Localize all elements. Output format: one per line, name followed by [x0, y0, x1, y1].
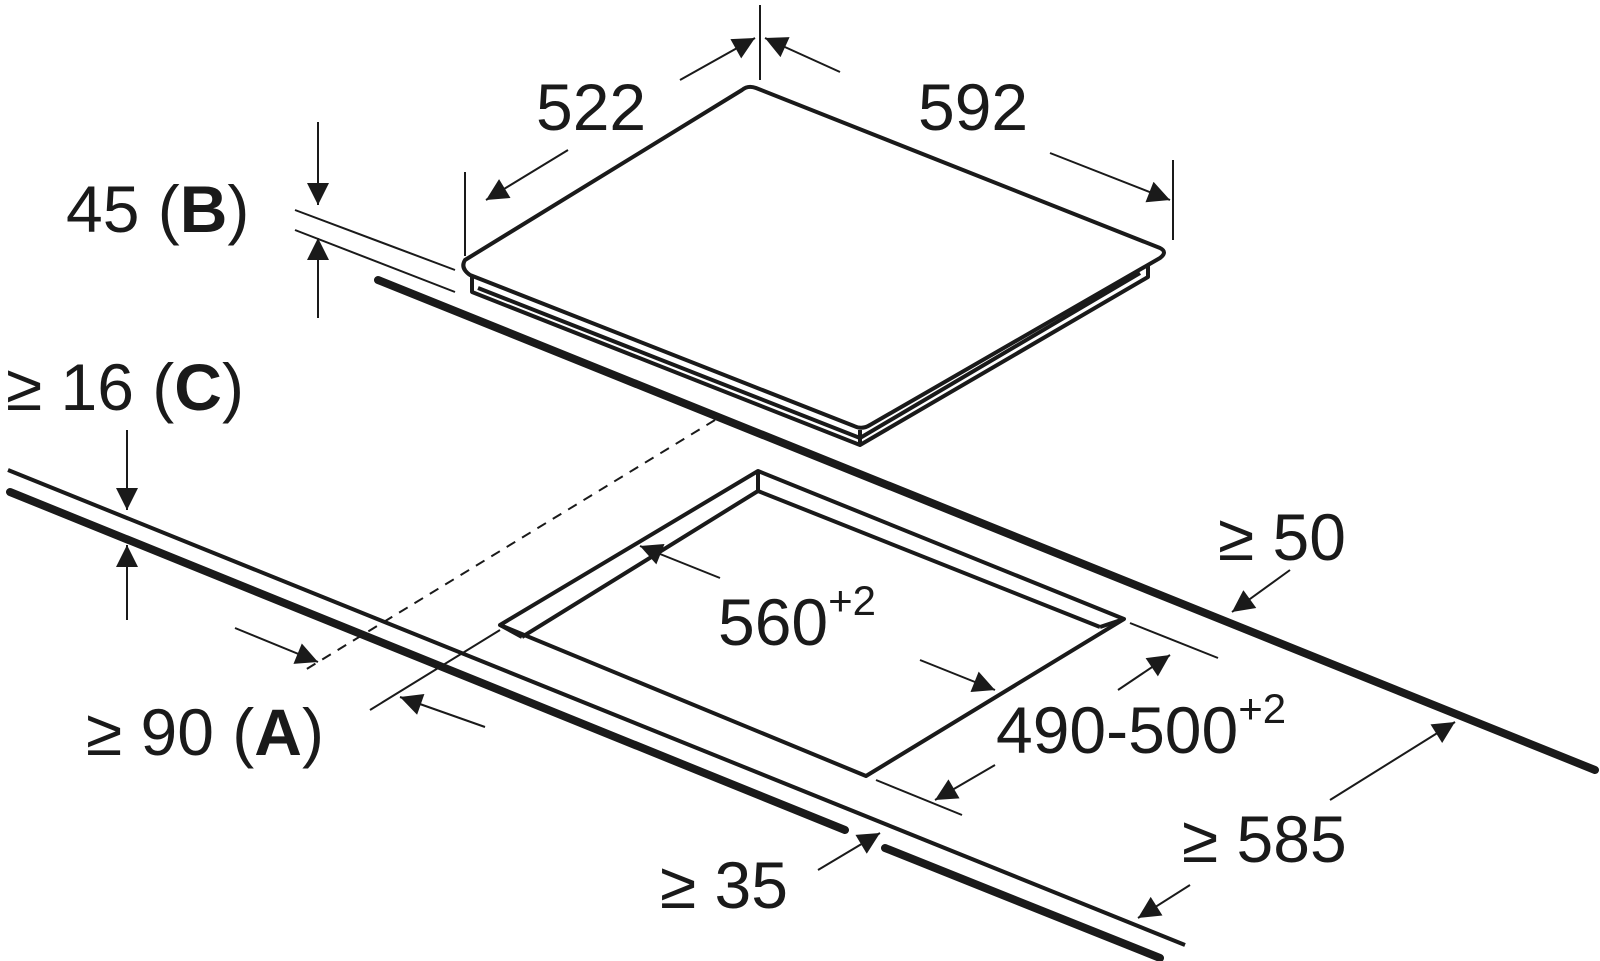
hob-top-surface [461, 84, 1166, 430]
dimension-16-c-label: ≥ 16 (C) [6, 350, 244, 424]
cutout-right-depth [1099, 617, 1125, 629]
dimension-592: 592 [764, 37, 1174, 240]
dimension-592-label: 592 [918, 70, 1028, 144]
dimension-585-label: ≥ 585 [1182, 802, 1347, 876]
dimension-560: 560+2 [639, 543, 996, 693]
cutout-left-depth [499, 623, 523, 639]
hob-frame-inner-edge [477, 271, 1142, 440]
dimension-585: ≥ 585 [1137, 721, 1456, 919]
dimension-490-500-label: 490-500+2 [996, 685, 1286, 767]
countertop-front-bottom-edge-right [881, 844, 1164, 961]
dimension-522-label: 522 [536, 70, 646, 144]
dimension-16-c: ≥ 16 (C) [6, 350, 244, 620]
dimension-560-label: 560+2 [718, 577, 876, 659]
dimension-35-label: ≥ 35 [660, 848, 788, 922]
dimension-90-a-label: ≥ 90 (A) [86, 695, 324, 769]
dimension-35: ≥ 35 [660, 832, 881, 922]
countertop-front-bottom-edge-left [6, 488, 849, 834]
dimension-490-500: 490-500+2 [875, 622, 1286, 816]
dimension-90-a: ≥ 90 (A) [86, 627, 501, 769]
countertop-front-top-edge [7, 468, 1186, 947]
dimension-50-label: ≥ 50 [1218, 500, 1346, 574]
countertop-back-edge [374, 276, 1599, 774]
dimension-45-b: 45 (B) [66, 122, 456, 318]
dimension-50: ≥ 50 [1218, 500, 1346, 613]
dimension-45-b-label: 45 (B) [66, 172, 249, 246]
dimension-522: 522 [464, 5, 761, 256]
countertop-cutout [498, 469, 1126, 778]
projection-dashed-line [304, 419, 716, 671]
hob-appliance [461, 84, 1166, 447]
